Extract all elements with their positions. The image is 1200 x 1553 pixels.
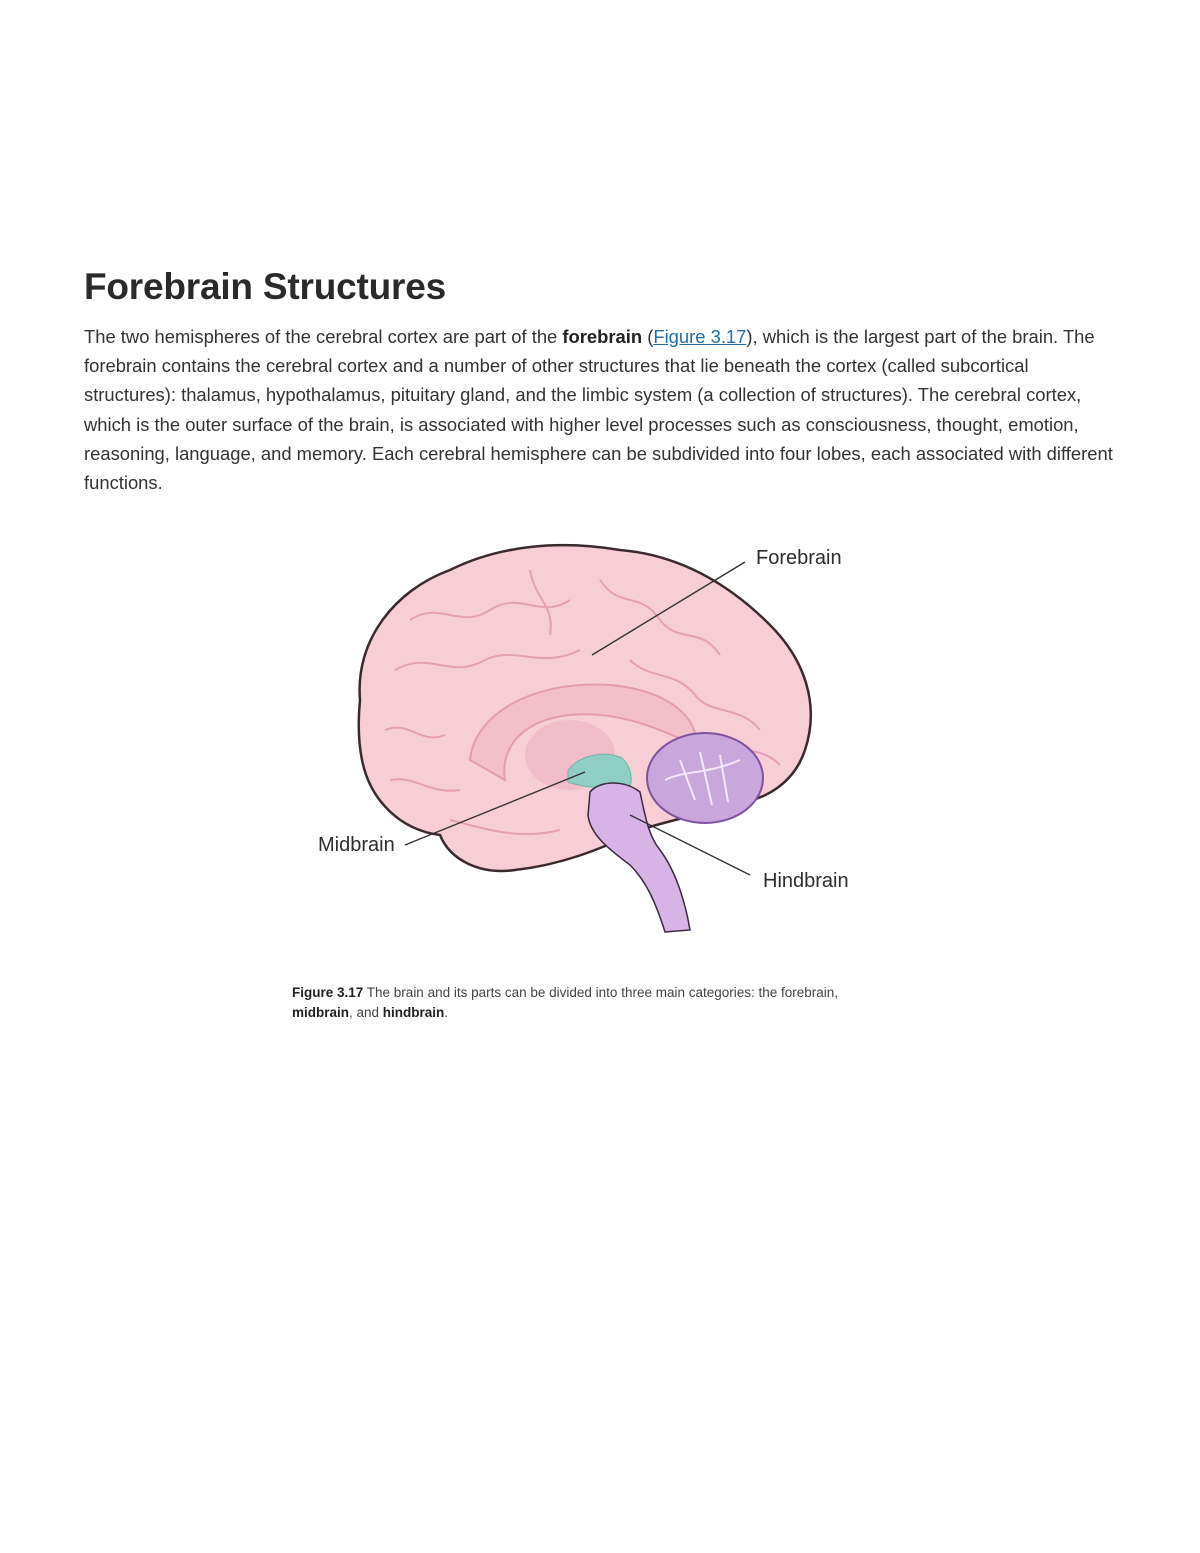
page-title: Forebrain Structures — [84, 266, 446, 307]
caption-figure-number: Figure 3.17 — [292, 985, 364, 1000]
caption-bold-midbrain: midbrain — [292, 1005, 350, 1020]
caption-bold-hindbrain: hindbrain — [382, 1005, 445, 1020]
caption-text-1: The brain and its parts can be divided i… — [363, 985, 839, 1000]
para-text-1: The two hemispheres of the cerebral cort… — [84, 326, 563, 347]
brain-figure: Forebrain Midbrain Hindbrain — [300, 530, 900, 950]
body-paragraph: The two hemispheres of the cerebral cort… — [84, 322, 1124, 497]
caption-text-3: . — [444, 1005, 449, 1020]
figure-caption: Figure 3.17 The brain and its parts can … — [292, 983, 852, 1023]
paren-open: ( — [642, 326, 654, 347]
caption-text-2: , and — [349, 1005, 383, 1020]
figure-link[interactable]: Figure 3.17 — [653, 326, 747, 347]
brain-illustration — [357, 543, 812, 933]
label-midbrain: Midbrain — [318, 834, 395, 856]
bold-term-forebrain: forebrain — [562, 326, 643, 347]
para-text-2: ), which is the largest part of the brai… — [84, 326, 1113, 494]
label-hindbrain: Hindbrain — [763, 870, 849, 892]
label-forebrain: Forebrain — [756, 547, 842, 569]
